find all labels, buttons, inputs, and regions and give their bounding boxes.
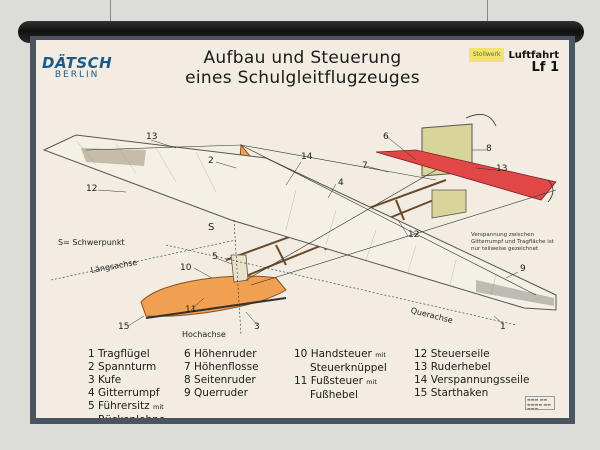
glider-diagram xyxy=(42,114,557,336)
callout-14: 14 xyxy=(301,152,313,162)
legend-item-11-cont: Fußhebel xyxy=(310,389,358,401)
pilot-seat xyxy=(230,254,249,283)
callout-9: 9 xyxy=(520,264,526,274)
callout-8: 8 xyxy=(486,144,492,154)
callout-13a: 13 xyxy=(146,132,158,142)
legend-item-2: 2 Spannturm xyxy=(88,361,157,373)
legend-col-4: 12 Steuerseile 13 Ruderhebel 14 Verspann… xyxy=(414,348,529,400)
annotation-s-mark: S xyxy=(208,222,215,233)
fin-lower xyxy=(431,189,467,219)
legend-col-3: 10 Handsteuer mit Steuerknüppel 11 Fußst… xyxy=(294,348,387,402)
callout-7: 7 xyxy=(362,161,368,171)
callout-11: 11 xyxy=(185,305,197,315)
main-wing xyxy=(42,134,557,311)
publisher-logo: DÄTSCH BERLIN xyxy=(42,54,112,80)
series-tag: Stollwerk xyxy=(468,48,505,62)
legend-col-2: 6 Höhenruder 7 Höhenflosse 8 Seitenruder… xyxy=(184,348,259,400)
series-code: Lf 1 xyxy=(531,60,559,75)
chart-title: Aufbau und Steuerung eines Schulgleitflu… xyxy=(36,48,569,88)
wall-hook-right xyxy=(487,0,488,22)
aileron-right xyxy=(476,280,554,306)
leader-lines xyxy=(97,135,519,327)
legend-item-6: 6 Höhenruder xyxy=(184,348,257,360)
series-name: Luftfahrt xyxy=(508,50,559,61)
legend-item-10-cont: Steuerknüppel xyxy=(310,362,387,374)
callout-12a: 12 xyxy=(86,184,98,194)
elevator-hoehenruder xyxy=(375,149,557,201)
callout-10: 10 xyxy=(180,263,192,273)
callout-3: 3 xyxy=(254,322,260,332)
skid-kufe xyxy=(140,275,287,317)
elevator-arrow xyxy=(547,179,554,203)
annotation-schwerpunkt: S= Schwerpunkt xyxy=(58,238,125,247)
callout-5: 5 xyxy=(212,252,218,262)
wall-hook-left xyxy=(110,0,111,22)
callout-13b: 13 xyxy=(496,164,508,174)
legend-item-10: 10 Handsteuer mit xyxy=(294,348,386,360)
callout-15: 15 xyxy=(118,322,130,332)
legend-col-1: 1 Tragflügel 2 Spannturm 3 Kufe 4 Gitter… xyxy=(88,348,166,424)
annotation-verspannung-note: Verspannung zwischen Gitterrumpf und Tra… xyxy=(471,232,554,252)
legend-item-5-cont: Rückenlehne xyxy=(98,414,166,424)
rudder-arrow xyxy=(465,114,497,127)
printer-stamp: ▬▬▬ ▬▬ ▬▬▬▬ ▬▬ ▬▬▬ xyxy=(525,396,555,410)
callout-12b: 12 xyxy=(408,230,420,240)
bracing-cables xyxy=(85,144,557,296)
legend-item-12: 12 Steuerseile xyxy=(414,348,490,360)
publisher-brand: DÄTSCH xyxy=(42,54,113,72)
callout-1: 1 xyxy=(500,322,506,332)
legend-item-4: 4 Gitterrumpf xyxy=(88,387,160,399)
legend-item-1: 1 Tragflügel xyxy=(88,348,150,360)
title-line-1: Aufbau und Steuerung xyxy=(203,48,402,68)
legend-item-9: 9 Querruder xyxy=(184,387,248,399)
callout-2: 2 xyxy=(208,156,214,166)
legend-item-8: 8 Seitenruder xyxy=(184,374,256,386)
legend-item-3: 3 Kufe xyxy=(88,374,122,386)
axes xyxy=(50,219,517,336)
legend-item-11: 11 Fußsteuer mit xyxy=(294,375,377,387)
legend-item-5: 5 Führersitz mit xyxy=(88,400,164,412)
legend-item-14: 14 Verspannungsseile xyxy=(414,374,530,386)
title-line-2: eines Schulgleitflugzeuges xyxy=(185,68,420,88)
legend-item-7: 7 Höhenflosse xyxy=(184,361,259,373)
legend-item-15: 15 Starthaken xyxy=(414,387,489,399)
publisher-city: BERLIN xyxy=(54,70,100,80)
wall-chart: DÄTSCH BERLIN Aufbau und Steuerung eines… xyxy=(30,36,575,424)
callout-4: 4 xyxy=(338,178,344,188)
annotation-hochachse: Hochachse xyxy=(182,330,226,339)
callout-6: 6 xyxy=(383,132,389,142)
aileron-left xyxy=(81,148,146,166)
legend-item-13: 13 Ruderhebel xyxy=(414,361,491,373)
